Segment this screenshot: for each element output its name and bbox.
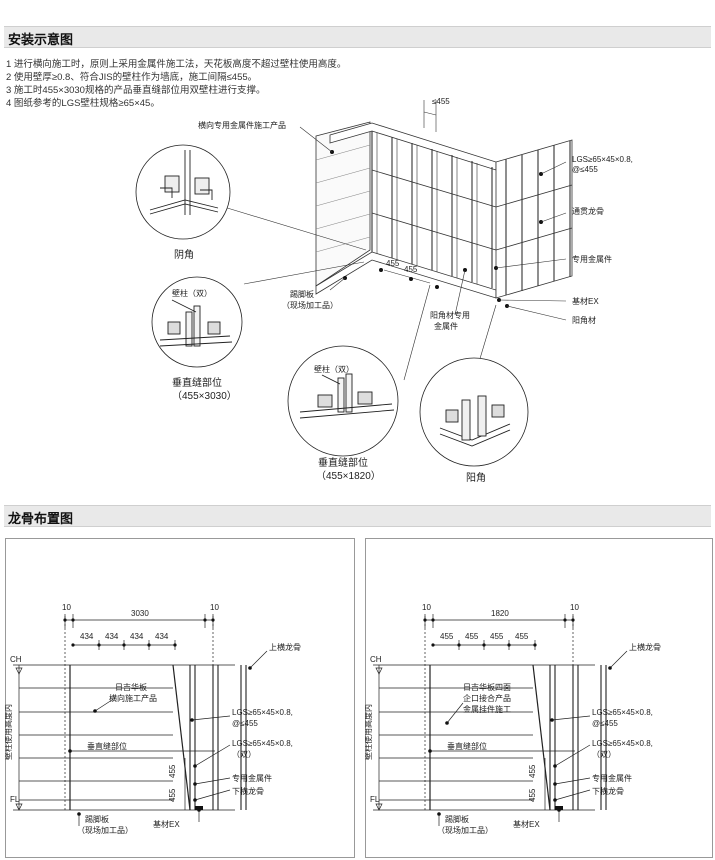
framing-panel-1820 [365, 538, 713, 858]
dim-span-2: 434 [105, 632, 119, 641]
label-lgs2-2: （双） [232, 750, 256, 759]
label-lgs-2: @≤455 [572, 165, 598, 174]
dim-left: 10 [62, 603, 71, 612]
label-side-height: 壁柱使用高度内 [365, 704, 373, 760]
label-vjoint: 垂直缝部位 [87, 741, 127, 751]
label-lgs2-2: （双） [592, 750, 616, 759]
dim-vertical-2: 455 [528, 788, 537, 802]
note-4: 4 图纸参考的LGS壁柱规格≥65×45。 [6, 98, 160, 109]
label-special: 专用金属件 [232, 773, 272, 783]
label-outside-corner-mat: 阳角材 [572, 315, 596, 325]
label-kickboard-note: （现场加工品） [282, 300, 338, 310]
label-lgs-2: @≤455 [592, 719, 618, 728]
note-2: 2 使用壁厚≥0.8、符合JIS的壁柱作为墙底，施工间隔≤455。 [6, 72, 258, 83]
label-lgs2-1: LGS≥65×45×0.8, [232, 739, 293, 748]
section-title: 龙骨布置图 [8, 511, 74, 526]
dim-right: 10 [570, 603, 579, 612]
dim-span-3: 455 [490, 632, 504, 641]
dim-right: 10 [210, 603, 219, 612]
dim-vertical-1: 455 [528, 764, 537, 778]
dim-span-4: 455 [515, 632, 529, 641]
label-vjoint-2-size: （455×1820） [316, 470, 381, 482]
label-spacing-top: ≤455 [432, 97, 450, 106]
label-spacing-a: 455 [386, 259, 400, 268]
label-lgs-1: LGS≥65×45×0.8, [232, 708, 293, 717]
label-kickboard: 踢脚板 [445, 814, 469, 824]
section-header-installation: 安装示意图 [4, 26, 711, 48]
label-bottom-keel: 下横龙骨 [232, 786, 264, 796]
label-special: 专用金属件 [592, 773, 632, 783]
label-product-3: 金属挂件施工 [463, 704, 511, 714]
label-product-2: 横向施工产品 [109, 693, 157, 703]
label-ch: CH [370, 655, 382, 664]
dim-total: 1820 [491, 609, 509, 618]
label-top-keel: 上横龙骨 [629, 642, 661, 652]
section-header-framing: 龙骨布置图 [4, 505, 711, 527]
label-lgs-1: LGS≥65×45×0.8, [592, 708, 653, 717]
dim-span-2: 455 [465, 632, 479, 641]
note-1: 1 进行横向施工时，原则上采用金属件施工法，天花板高度不超过壁柱使用高度。 [6, 59, 347, 70]
label-product-1: 日吉华板 [115, 682, 147, 692]
label-base-ex: 基材EX [513, 819, 540, 829]
label-vjoint-1-title: 垂直缝部位 [172, 376, 222, 389]
label-stud-double-2: 壁柱（双） [314, 364, 354, 374]
label-fl: FL [10, 795, 20, 804]
label-vjoint: 垂直缝部位 [447, 741, 487, 751]
label-kickboard-note: （现场加工品） [77, 825, 133, 835]
installation-notes: 1 进行横向施工时，原则上采用金属件施工法，天花板高度不超过壁柱使用高度。 2 … [6, 58, 346, 110]
dim-span-4: 434 [155, 632, 169, 641]
dim-span-1: 434 [80, 632, 94, 641]
framing-diagram-3030: 10 3030 10 434 434 434 434 CH FL 壁柱使用高度内… [5, 603, 301, 835]
dim-left: 10 [422, 603, 431, 612]
label-kickboard-note: （现场加工品） [437, 825, 493, 835]
label-top-keel: 上横龙骨 [269, 642, 301, 652]
label-base-ex: 基材EX [572, 296, 599, 306]
dim-vertical-2: 455 [168, 788, 177, 802]
label-bottom-keel: 下横龙骨 [592, 786, 624, 796]
label-horizontal-product: 横向专用金属件施工产品 [198, 120, 286, 130]
note-3: 3 施工时455×3030规格的产品垂直缝部位用双壁柱进行支撑。 [6, 85, 266, 96]
dim-total: 3030 [131, 609, 149, 618]
label-kickboard: 踢脚板 [290, 289, 314, 299]
section-title: 安装示意图 [8, 32, 74, 47]
label-corner-special-2: 金属件 [434, 321, 458, 331]
label-ch: CH [10, 655, 22, 664]
label-base-ex: 基材EX [153, 819, 180, 829]
framing-panel-3030 [5, 538, 355, 858]
label-corner-special-1: 阳角材专用 [430, 310, 470, 320]
label-fl: FL [370, 795, 380, 804]
label-inside-corner: 阴角 [174, 249, 194, 261]
label-product-1: 日吉华板四面 [463, 682, 511, 692]
label-outside-corner: 阳角 [466, 472, 486, 484]
label-spacing-b: 455 [404, 265, 418, 274]
label-product-2: 企口接合产品 [463, 693, 511, 703]
label-special-part: 专用金属件 [572, 254, 612, 264]
label-lgs-1: LGS≥65×45×0.8, [572, 155, 633, 164]
label-vjoint-1-size: （455×3030） [172, 390, 237, 402]
dim-vertical-1: 455 [168, 764, 177, 778]
label-through-keel: 通贯龙骨 [572, 206, 604, 216]
label-side-height: 壁柱使用高度内 [5, 704, 13, 760]
label-vjoint-2-title: 垂直缝部位 [318, 456, 368, 469]
dim-span-3: 434 [130, 632, 144, 641]
label-lgs2-1: LGS≥65×45×0.8, [592, 739, 653, 748]
label-stud-double-1: 壁柱（双） [172, 288, 212, 298]
label-lgs-2: @≤455 [232, 719, 258, 728]
label-kickboard: 踢脚板 [85, 814, 109, 824]
dim-span-1: 455 [440, 632, 454, 641]
installation-diagram: ≤455 横向专用金属件施工产品 LGS≥65×45×0.8, @≤455 通贯… [135, 97, 633, 484]
framing-diagram-1820: 10 1820 10 455 455 455 455 CH FL 壁柱使用高度内… [365, 603, 661, 835]
